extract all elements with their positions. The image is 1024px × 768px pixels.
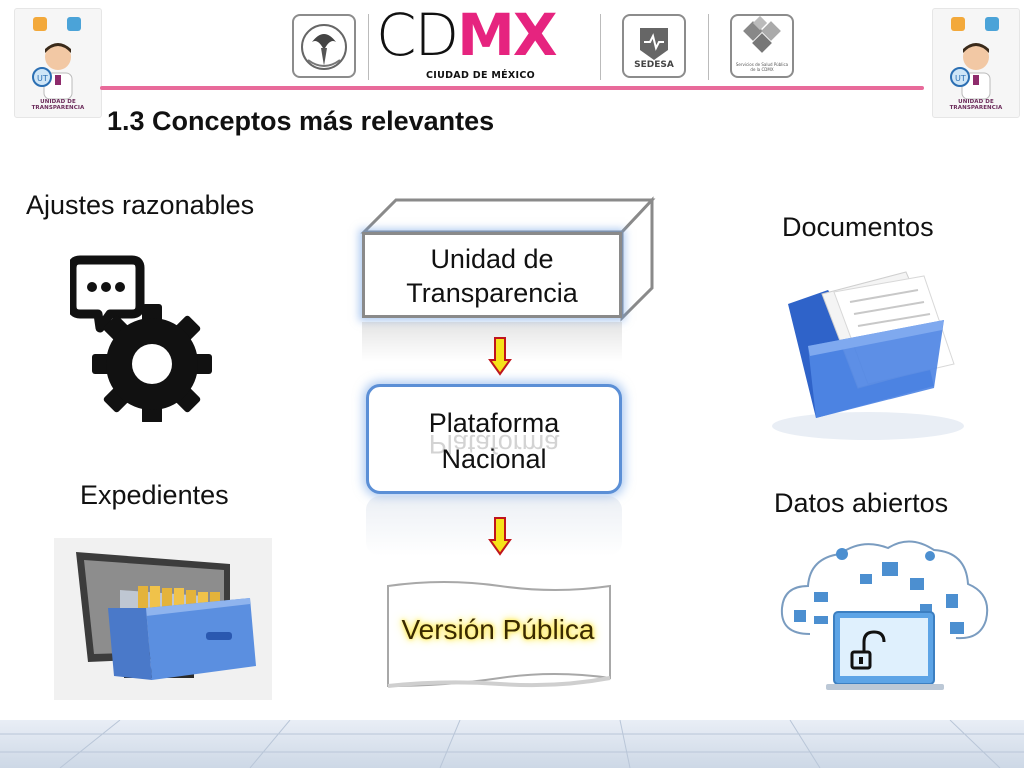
angel-seal-icon <box>301 24 347 70</box>
svg-text:UT: UT <box>955 74 966 83</box>
mini-logo-icon <box>985 17 999 31</box>
cloud-data-icon <box>780 540 989 690</box>
cdmx-logo-cd: CD <box>376 1 459 69</box>
concept-datos-label: Datos abiertos <box>774 488 949 518</box>
version-publica-scroll <box>387 581 611 688</box>
step2-reflection-line1: Plataforma <box>428 429 560 459</box>
folder-documents-icon <box>772 271 964 440</box>
plataforma-nacional-box <box>366 384 622 494</box>
header-divider <box>368 14 369 80</box>
concept-ajustes-label: Ajustes razonables <box>26 190 255 220</box>
concept-documentos-label: Documentos <box>782 212 934 242</box>
header-accent-bar <box>100 86 924 90</box>
servicios-label: Servicios de Salud Pública de la CDMX <box>735 62 789 72</box>
header-divider <box>708 14 709 80</box>
doctor-mascot-icon: UT <box>32 43 73 100</box>
sedesa-logo: SEDESA <box>622 14 686 78</box>
transparency-unit-logo-left: UT UNIDAD DE TRANSPARENCIA <box>14 8 102 118</box>
cdmx-logo-subtitle: CIUDAD DE MÉXICO <box>426 70 535 81</box>
down-arrow-icon <box>488 337 512 376</box>
cdmx-logo: CDMX <box>376 6 558 64</box>
mini-logo-icon <box>951 17 965 31</box>
corner-caption: UNIDAD DE TRANSPARENCIA <box>949 99 1003 111</box>
doctor-mascot-icon: UT <box>950 43 991 100</box>
step3-label: Versión Pública <box>401 614 595 645</box>
box-reflection <box>362 322 622 362</box>
servicios-salud-logo: Servicios de Salud Pública de la CDMX <box>730 14 794 78</box>
sedesa-heart-icon <box>640 28 668 60</box>
transparency-unit-logo-right: UT UNIDAD DE TRANSPARENCIA <box>932 8 1020 118</box>
step2-label-line1: Plataforma <box>428 408 560 438</box>
file-cabinet-icon <box>54 538 272 700</box>
step2-label-line2: Nacional <box>441 444 547 474</box>
government-seal-logo <box>292 14 356 78</box>
floor-grid <box>0 720 1024 768</box>
cdmx-logo-mx: MX <box>457 1 557 69</box>
header-divider <box>600 14 601 80</box>
unidad-transparencia-box <box>362 232 622 318</box>
svg-text:UT: UT <box>37 74 48 83</box>
mini-logo-icon <box>67 17 81 31</box>
corner-caption: UNIDAD DE TRANSPARENCIA <box>31 99 85 111</box>
slide-title: 1.3 Conceptos más relevantes <box>107 106 495 136</box>
down-arrow-icon <box>488 517 512 556</box>
step1-label-line2: Transparencia <box>406 278 578 308</box>
diamond-cluster-icon <box>743 16 781 53</box>
decorative-floor <box>0 720 1024 768</box>
mini-logo-icon <box>33 17 47 31</box>
step1-label-line1: Unidad de <box>430 244 554 274</box>
concept-expedientes-label: Expedientes <box>80 480 229 510</box>
sedesa-label: SEDESA <box>634 60 674 70</box>
chat-gear-icon <box>70 255 212 422</box>
